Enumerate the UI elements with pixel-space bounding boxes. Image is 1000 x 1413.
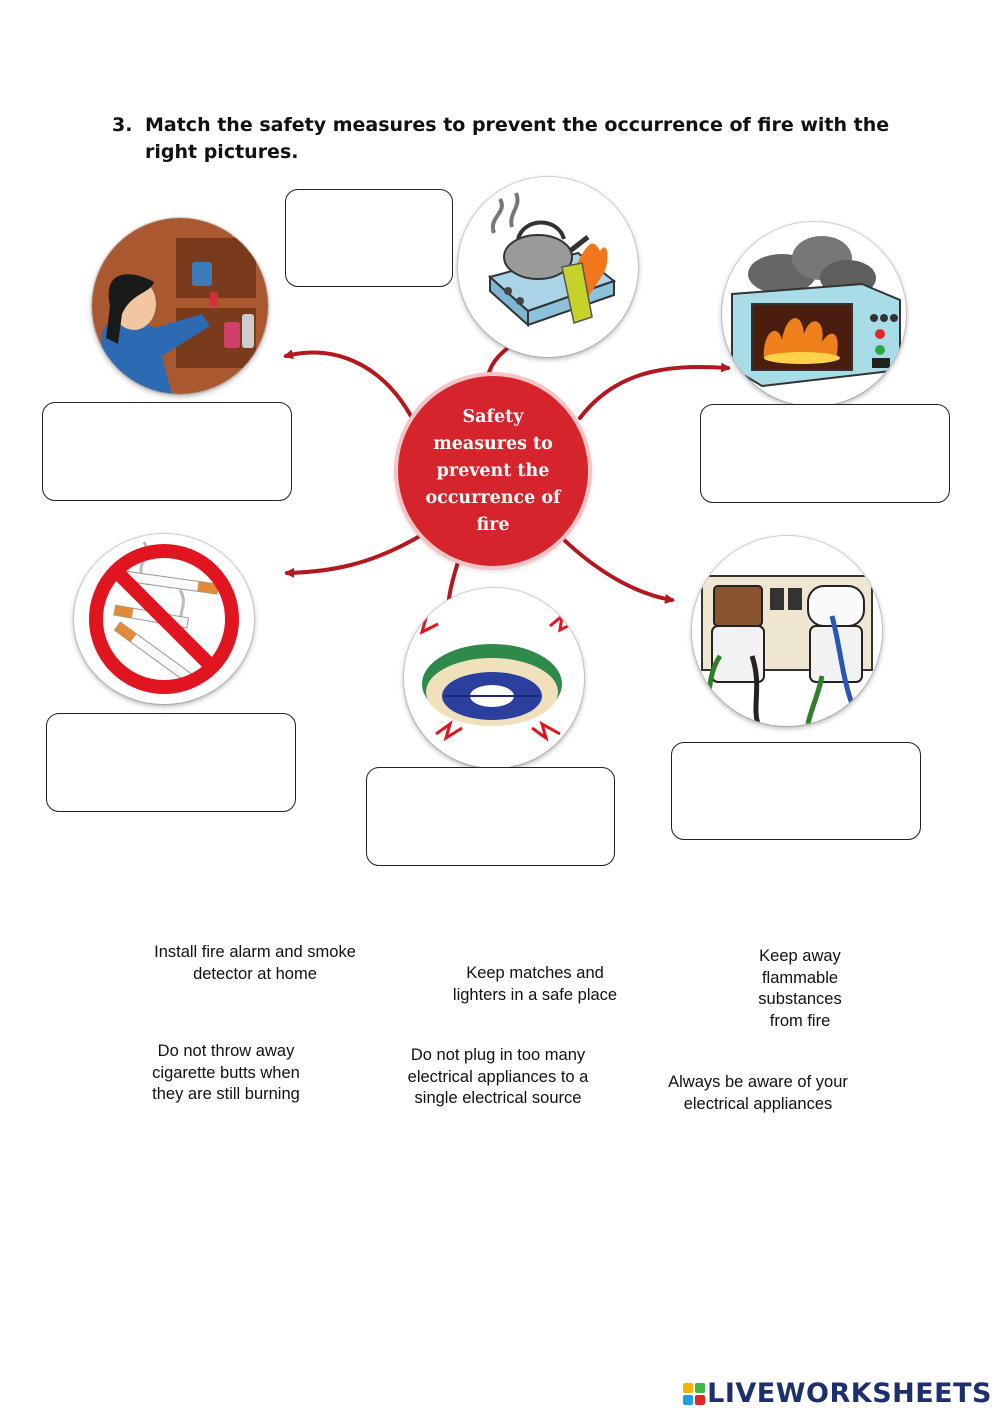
option-cigarette-butts[interactable]: Do not throw away cigarette butts when t… (152, 1042, 300, 1103)
answer-box-smoke-detector[interactable] (366, 767, 615, 866)
microwave-fire-illustration (722, 222, 906, 406)
answer-box-socket[interactable] (671, 742, 921, 840)
answer-box-microwave[interactable] (700, 404, 950, 503)
question-text: Match the safety measures to prevent the… (145, 114, 890, 163)
answer-box-no-smoking[interactable] (46, 713, 296, 812)
picture-microwave-fire (722, 222, 906, 406)
option-not-overload-plugs[interactable]: Do not plug in too many electrical appli… (407, 1046, 589, 1107)
answer-box-person-shelf[interactable] (42, 402, 292, 501)
liveworksheets-logo: LIVEWORKSHEETS (683, 1378, 992, 1409)
arrow-to-socket (558, 534, 675, 604)
answer-box-stove[interactable] (285, 189, 453, 287)
stove-kettle-illustration (458, 177, 638, 357)
liveworksheets-brand-text: LIVEWORKSHEETS (707, 1378, 992, 1409)
question-number: 3. (112, 114, 133, 136)
picture-person-shelf (92, 218, 268, 394)
option-install-fire-alarm[interactable]: Install fire alarm and smoke detector at… (154, 943, 356, 983)
center-topic-label: Safety measures to prevent the occurrenc… (425, 406, 561, 535)
question-prompt: 3. Match the safety measures to prevent … (112, 112, 892, 166)
arrow-to-no-smoking (284, 534, 422, 578)
option-keep-matches-safe[interactable]: Keep matches and lighters in a safe plac… (452, 964, 618, 1004)
center-topic-circle: Safety measures to prevent the occurrenc… (398, 376, 588, 566)
picture-smoke-detector (404, 588, 584, 768)
arrow-to-microwave (578, 362, 731, 420)
overloaded-socket-illustration (692, 536, 882, 726)
no-smoking-illustration (74, 534, 254, 704)
person-shelf-illustration (92, 218, 268, 394)
picture-overloaded-socket (692, 536, 882, 726)
liveworksheets-logo-icon (683, 1382, 706, 1405)
picture-stove-kettle (458, 177, 638, 357)
option-keep-away-flammable[interactable]: Keep away flammable substances from fire (758, 947, 842, 1030)
picture-no-smoking (74, 534, 254, 704)
arrow-to-person (283, 349, 414, 420)
option-aware-appliances[interactable]: Always be aware of your electrical appli… (668, 1073, 848, 1113)
smoke-detector-illustration (404, 588, 584, 768)
